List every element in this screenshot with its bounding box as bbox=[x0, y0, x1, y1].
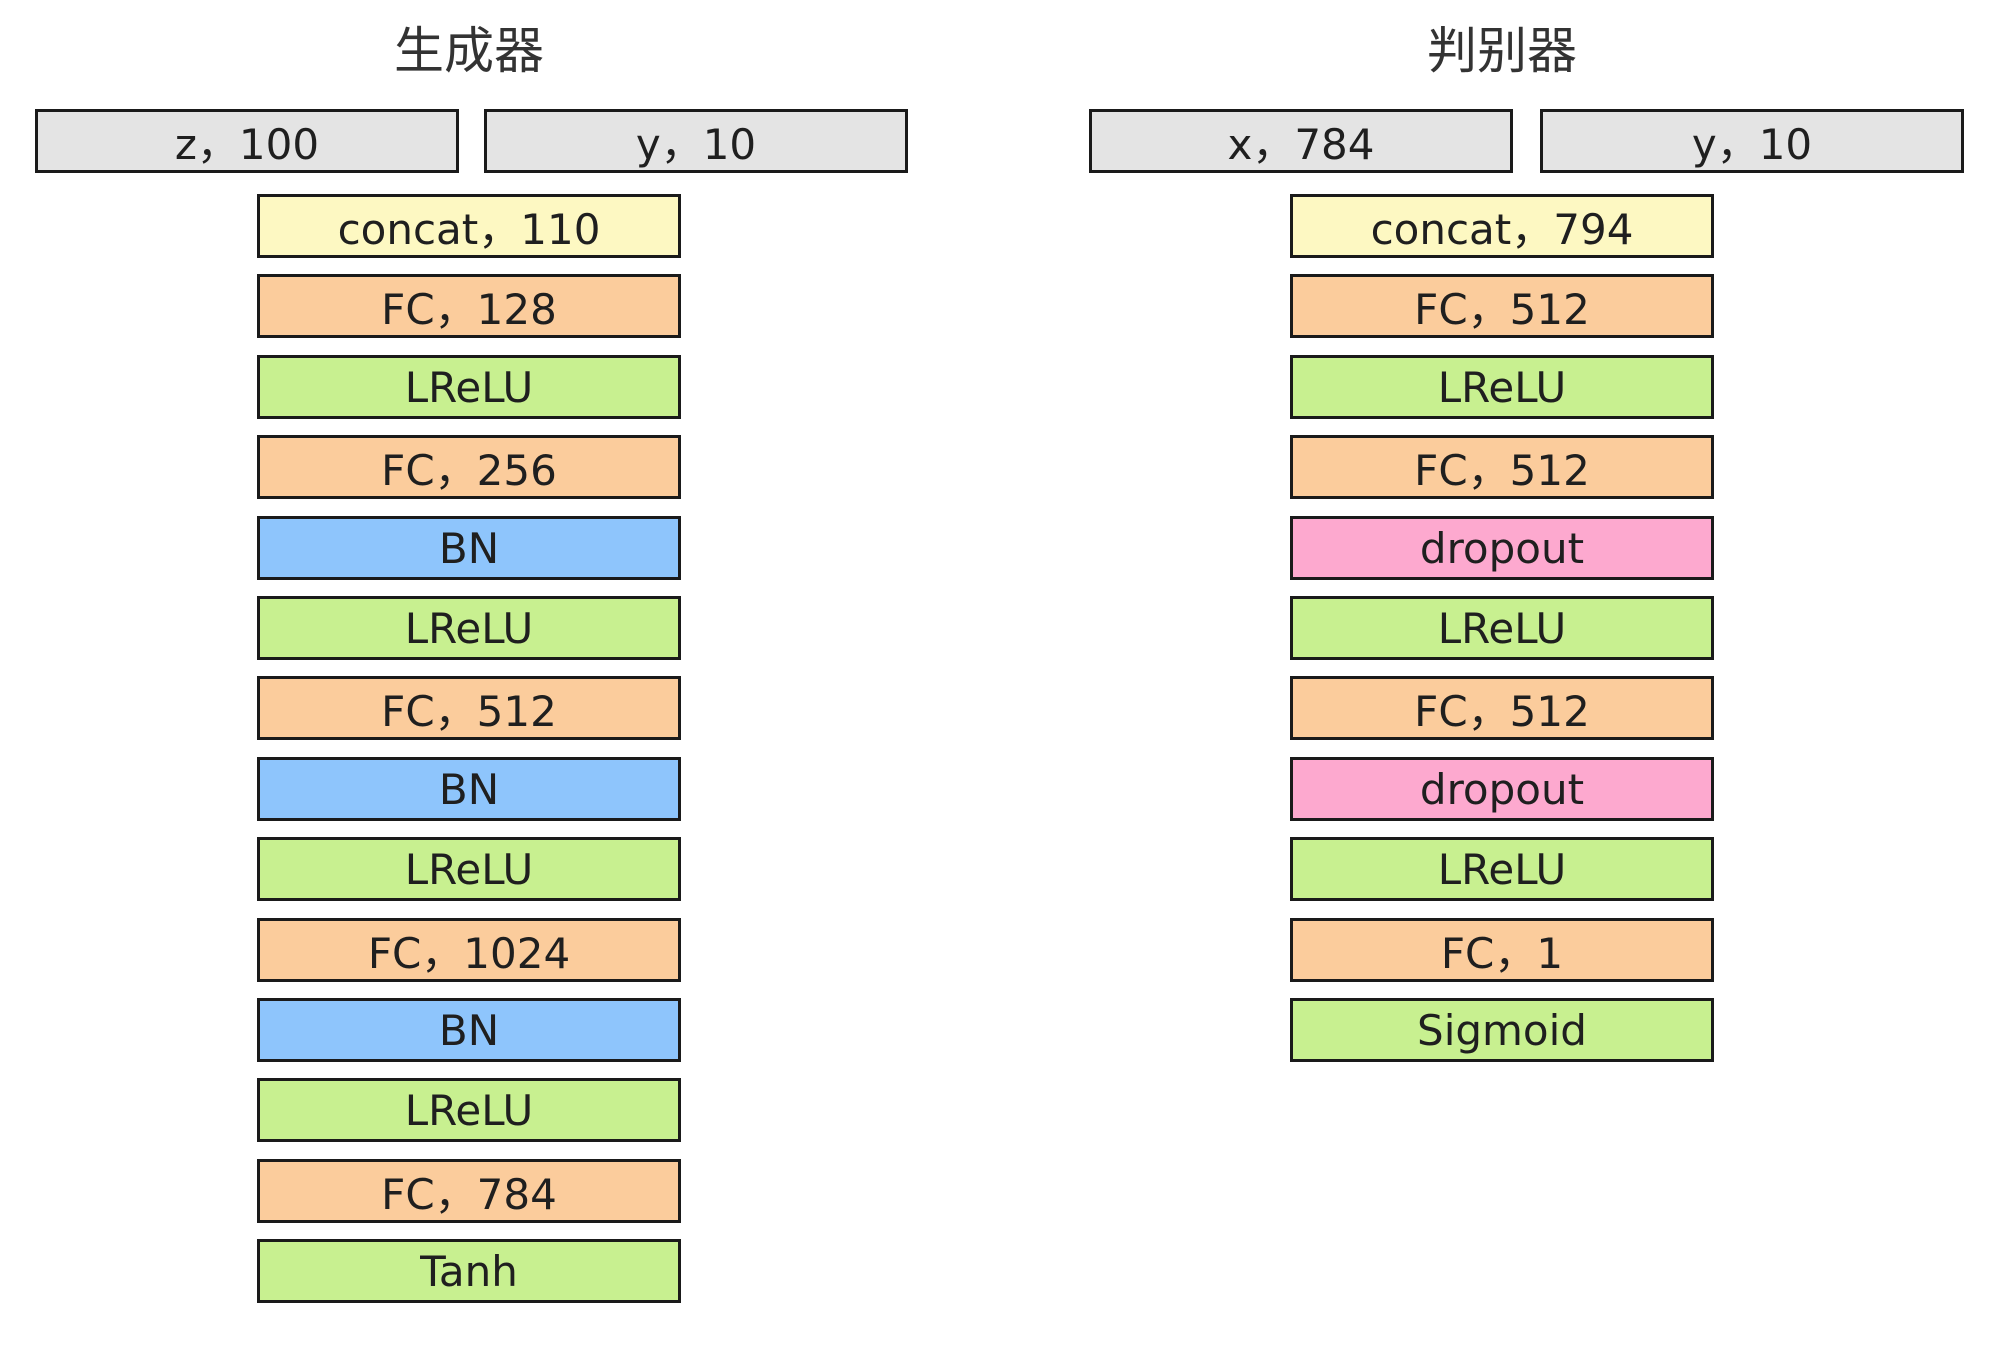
discriminator-layer-fc: FC，512 bbox=[1290, 435, 1714, 499]
generator-layer-bn: BN bbox=[257, 516, 681, 580]
generator-layer-fc: FC，256 bbox=[257, 435, 681, 499]
generator-layer-fc: FC，1024 bbox=[257, 918, 681, 982]
discriminator-layer-fc: FC，512 bbox=[1290, 274, 1714, 338]
generator-layer-bn: BN bbox=[257, 757, 681, 821]
discriminator-layer-lrelu: LReLU bbox=[1290, 355, 1714, 419]
generator-layer-fc: FC，784 bbox=[257, 1159, 681, 1223]
generator-input-y: y，10 bbox=[484, 109, 908, 173]
generator-layer-bn: BN bbox=[257, 998, 681, 1062]
generator-layer-concat: concat，110 bbox=[257, 194, 681, 258]
generator-title: 生成器 bbox=[394, 22, 544, 80]
discriminator-layer-sigmoid: Sigmoid bbox=[1290, 998, 1714, 1062]
generator-layer-lrelu: LReLU bbox=[257, 596, 681, 660]
discriminator-layer-dropout: dropout bbox=[1290, 516, 1714, 580]
discriminator-layer-lrelu: LReLU bbox=[1290, 837, 1714, 901]
generator-layer-lrelu: LReLU bbox=[257, 355, 681, 419]
discriminator-layer-dropout: dropout bbox=[1290, 757, 1714, 821]
discriminator-layer-fc: FC，1 bbox=[1290, 918, 1714, 982]
generator-layer-fc: FC，512 bbox=[257, 676, 681, 740]
generator-layer-lrelu: LReLU bbox=[257, 1078, 681, 1142]
discriminator-input-x: x，784 bbox=[1089, 109, 1513, 173]
generator-layer-tanh: Tanh bbox=[257, 1239, 681, 1303]
discriminator-input-y: y，10 bbox=[1540, 109, 1964, 173]
discriminator-layer-fc: FC，512 bbox=[1290, 676, 1714, 740]
generator-layer-fc: FC，128 bbox=[257, 274, 681, 338]
generator-input-z: z，100 bbox=[35, 109, 459, 173]
discriminator-title: 判别器 bbox=[1427, 22, 1577, 80]
generator-layer-lrelu: LReLU bbox=[257, 837, 681, 901]
discriminator-layer-lrelu: LReLU bbox=[1290, 596, 1714, 660]
discriminator-layer-concat: concat，794 bbox=[1290, 194, 1714, 258]
